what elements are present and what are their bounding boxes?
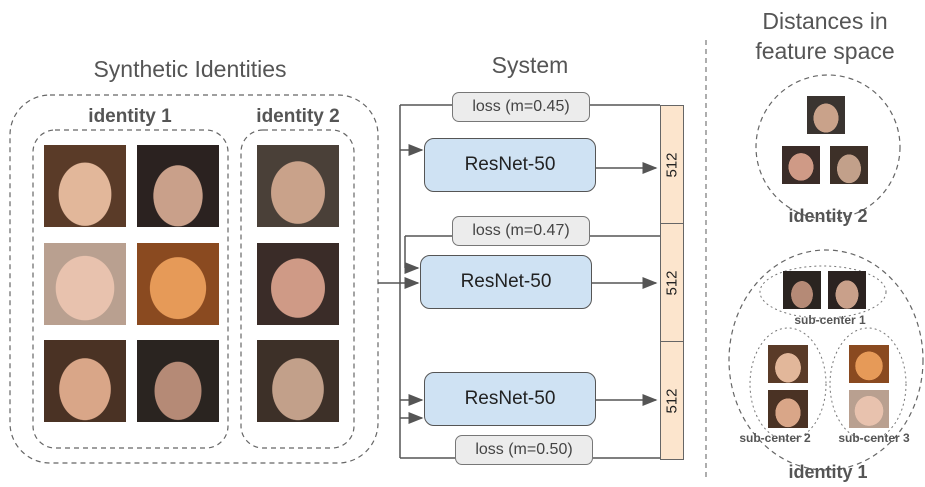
feature-vector-2: 512 bbox=[660, 223, 684, 342]
face-image bbox=[137, 243, 219, 325]
subcenter1-outline bbox=[759, 265, 887, 319]
resnet-label: ResNet-50 bbox=[464, 388, 556, 409]
subcenter3-outline bbox=[829, 327, 907, 441]
feature-dim-label: 512 bbox=[663, 151, 681, 178]
face-image bbox=[257, 243, 339, 325]
subcenter2-outline bbox=[749, 327, 827, 441]
loss-box-2: loss (m=0.47) bbox=[452, 216, 590, 246]
synthetic-group-outline bbox=[9, 94, 379, 464]
identity2-cluster bbox=[755, 74, 901, 220]
face-image bbox=[137, 340, 219, 422]
face-image bbox=[768, 390, 808, 428]
face-image bbox=[257, 145, 339, 227]
resnet-block-2: ResNet-50 bbox=[420, 255, 592, 309]
face-image bbox=[44, 340, 126, 422]
face-image bbox=[44, 145, 126, 227]
identity2-outline bbox=[240, 129, 355, 449]
face-image bbox=[257, 340, 339, 422]
identity1-cluster-label: identity 1 bbox=[788, 462, 868, 482]
loss-box-3: loss (m=0.50) bbox=[455, 435, 593, 465]
subcenter2-label: sub-center 2 bbox=[739, 431, 811, 445]
distances-title-line2: feature space bbox=[755, 38, 895, 64]
face-image bbox=[783, 271, 821, 309]
loss-box-1: loss (m=0.45) bbox=[452, 92, 590, 122]
resnet-label: ResNet-50 bbox=[460, 271, 552, 292]
face-image bbox=[768, 345, 808, 383]
face-image bbox=[849, 390, 889, 428]
resnet-block-1: ResNet-50 bbox=[424, 138, 596, 192]
resnet-block-3: ResNet-50 bbox=[424, 372, 596, 426]
subcenter1-label: sub-center 1 bbox=[794, 313, 866, 327]
feature-dim-label: 512 bbox=[663, 387, 681, 414]
feature-dim-label: 512 bbox=[663, 269, 681, 296]
identity1-label: identity 1 bbox=[88, 106, 172, 127]
feature-vector-1: 512 bbox=[660, 105, 684, 224]
identity1-cluster bbox=[728, 249, 924, 471]
feature-vector-3: 512 bbox=[660, 341, 684, 460]
face-image bbox=[828, 271, 866, 309]
face-image bbox=[830, 146, 868, 184]
resnet-label: ResNet-50 bbox=[464, 154, 556, 175]
synthetic-identities-title: Synthetic Identities bbox=[93, 56, 287, 82]
identity2-label: identity 2 bbox=[256, 106, 340, 127]
face-image bbox=[782, 146, 820, 184]
identity1-outline bbox=[32, 129, 229, 449]
face-image bbox=[849, 345, 889, 383]
distances-title-line1: Distances in bbox=[762, 8, 888, 34]
subcenter3-label: sub-center 3 bbox=[838, 431, 910, 445]
face-image bbox=[137, 145, 219, 227]
identity2-cluster-label: identity 2 bbox=[788, 206, 868, 226]
face-image bbox=[44, 243, 126, 325]
face-image bbox=[807, 96, 845, 134]
system-title: System bbox=[491, 52, 569, 78]
